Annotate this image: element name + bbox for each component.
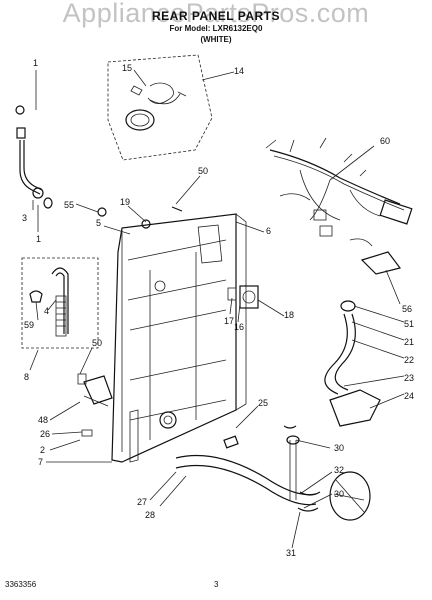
callout-1-top: 1 (33, 58, 38, 68)
callout-51: 51 (404, 319, 414, 329)
water-inlet-valve (227, 285, 259, 309)
callout-6: 6 (266, 226, 271, 236)
diagram-title: REAR PANEL PARTS (151, 9, 280, 23)
callout-19: 19 (120, 197, 130, 207)
callout-60: 60 (380, 136, 390, 146)
fill-hose-left (15, 105, 53, 209)
callout-56: 56 (402, 304, 412, 314)
page-number: 3 (214, 580, 219, 589)
callout-59: 59 (24, 320, 34, 330)
callout-16: 16 (234, 322, 244, 332)
callout-31: 31 (286, 548, 296, 558)
callout-23: 23 (404, 373, 414, 383)
callout-3: 3 (22, 213, 27, 223)
callout-7: 7 (38, 457, 43, 467)
bottom-pump-hose (175, 435, 371, 521)
callout-8: 8 (24, 372, 29, 382)
callout-5: 5 (96, 218, 101, 228)
callout-18: 18 (284, 310, 294, 320)
callout-numbers: 1 3 1 55 5 19 50 6 15 14 60 4 59 8 50 48… (22, 58, 414, 558)
leader-lines (29, 69, 405, 549)
callout-55: 55 (64, 200, 74, 210)
callout-15: 15 (122, 63, 132, 73)
document-number: 3363356 (5, 580, 37, 589)
callout-2: 2 (40, 445, 45, 455)
callout-50-top: 50 (198, 166, 208, 176)
rear-panel (111, 213, 247, 463)
panel-bracket (77, 373, 113, 437)
diagram-color-line: (WHITE) (200, 35, 232, 44)
main-wire-harness (265, 137, 413, 247)
callout-50-left: 50 (92, 338, 102, 348)
drain-hose-right (324, 251, 402, 427)
drain-hose-inset (21, 257, 99, 349)
callout-48: 48 (38, 415, 48, 425)
callout-30-top: 30 (334, 443, 344, 453)
callout-28: 28 (145, 510, 155, 520)
callout-30-bottom: 30 (334, 489, 344, 499)
callout-21: 21 (404, 337, 414, 347)
fasteners (97, 206, 297, 449)
callout-14: 14 (234, 66, 244, 76)
callout-32: 32 (334, 465, 344, 475)
callout-24: 24 (404, 391, 414, 401)
callout-26: 26 (40, 429, 50, 439)
callout-1-lower: 1 (36, 234, 41, 244)
diagram-model-line: For Model: LXR6132EQ0 (169, 24, 263, 33)
callout-22: 22 (404, 355, 414, 365)
callout-25: 25 (258, 398, 268, 408)
callout-27: 27 (137, 497, 147, 507)
callout-17: 17 (224, 316, 234, 326)
callout-4: 4 (44, 306, 49, 316)
wire-harness-box (107, 54, 213, 161)
